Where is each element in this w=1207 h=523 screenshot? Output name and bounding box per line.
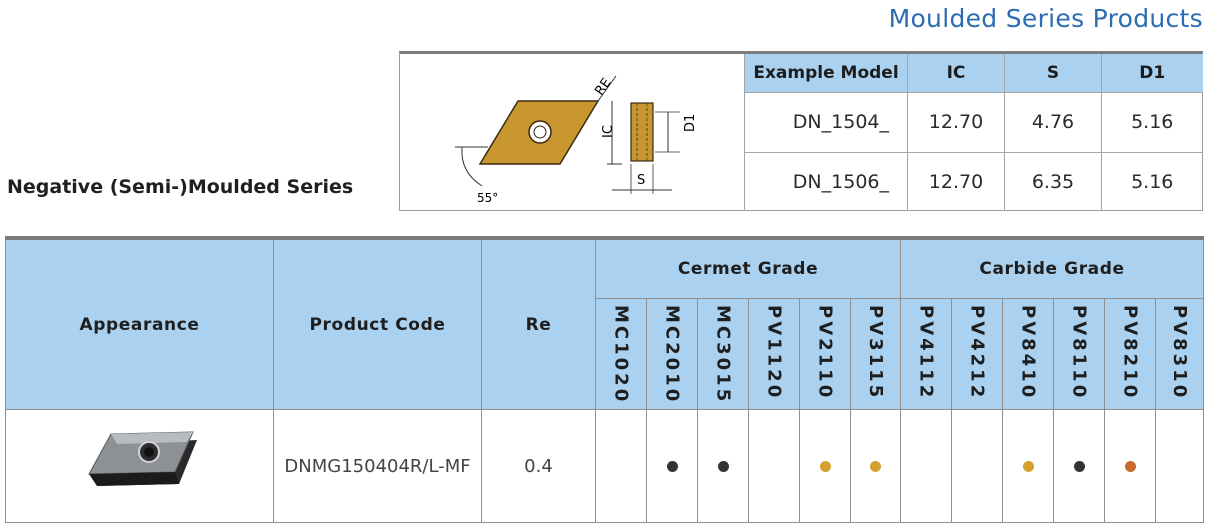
- grade-header: PV1120: [748, 297, 800, 411]
- grade-dot: [1124, 460, 1136, 472]
- spec-header-model: Example Model: [744, 54, 908, 93]
- re-label: RE: [592, 76, 614, 99]
- grade-header: PV8210: [1104, 297, 1157, 411]
- grade-dot: [666, 460, 678, 472]
- ic-label: IC: [601, 125, 616, 138]
- insert-diagram: RE IC D1 S 55°: [455, 76, 698, 205]
- spec-cell-model: DN_1504_: [744, 92, 908, 153]
- grade-dot: [717, 460, 729, 472]
- spec-row: DN_1506_ 12.70 6.35 5.16: [744, 151, 1203, 211]
- grade-table: Appearance Product Code Re Cermet Grade …: [5, 236, 1205, 523]
- spec-cell-d1: 5.16: [1101, 151, 1203, 211]
- spec-header-ic: IC: [907, 54, 1005, 93]
- grade-header: PV8310: [1155, 297, 1205, 411]
- grade-header: PV8410: [1002, 297, 1055, 411]
- insert-hole: [528, 120, 552, 144]
- grade-mark-cell: [1053, 409, 1106, 523]
- re-cell: 0.4: [481, 409, 596, 523]
- series-label: Negative (Semi-)Moulded Series: [7, 176, 354, 198]
- grade-header: MC1020: [595, 297, 647, 411]
- grade-dot: [1022, 460, 1034, 472]
- grade-mark-cell: [799, 409, 851, 523]
- page-heading: Moulded Series Products: [888, 4, 1203, 33]
- grade-header: MC3015: [697, 297, 749, 411]
- spec-cell-d1: 5.16: [1101, 92, 1203, 153]
- grade-mark-cell: [1002, 409, 1055, 523]
- angle-label: 55°: [477, 191, 498, 205]
- grade-mark-cell: [595, 409, 647, 523]
- grade-header: PV4212: [951, 297, 1004, 411]
- grade-header: MC2010: [646, 297, 698, 411]
- spec-table: Example Model IC S D1 DN_1504_ 12.70 4.7…: [744, 54, 1203, 211]
- header-product-code: Product Code: [273, 238, 482, 411]
- appearance-cell: [5, 409, 274, 523]
- insert-side-view: [630, 102, 654, 162]
- header-cermet-grade: Cermet Grade: [594, 238, 902, 299]
- grade-mark-cell: [748, 409, 800, 523]
- grade-header: PV3115: [849, 297, 902, 411]
- spec-box: RE IC D1 S 55° Example Model IC S D1: [399, 51, 1203, 211]
- header-carbide-grade: Carbide Grade: [900, 238, 1205, 299]
- grade-dot: [819, 460, 831, 472]
- spec-row: DN_1504_ 12.70 4.76 5.16: [744, 92, 1203, 153]
- grade-header: PV8110: [1053, 297, 1106, 411]
- grade-mark-cell: [951, 409, 1004, 523]
- grade-header: PV2110: [799, 297, 851, 411]
- grade-mark-cell: [1155, 409, 1205, 523]
- grade-mark-cell: [1104, 409, 1157, 523]
- grade-mark-cell: [849, 409, 902, 523]
- spec-cell-s: 6.35: [1004, 151, 1102, 211]
- grade-mark-cell: [646, 409, 698, 523]
- spec-cell-s: 4.76: [1004, 92, 1102, 153]
- grade-dot: [1073, 460, 1085, 472]
- header-re: Re: [481, 238, 596, 411]
- product-code-cell: DNMG150404R/L-MF: [273, 409, 482, 523]
- grade-mark-cell: [900, 409, 953, 523]
- grade-dot: [870, 460, 881, 472]
- spec-cell-ic: 12.70: [907, 151, 1005, 211]
- header-appearance: Appearance: [5, 238, 274, 411]
- spec-header-d1: D1: [1101, 54, 1203, 93]
- spec-header-s: S: [1004, 54, 1102, 93]
- grade-mark-cell: [697, 409, 749, 523]
- grade-header: PV4112: [900, 297, 953, 411]
- spec-cell-ic: 12.70: [907, 92, 1005, 153]
- insert-photo: [87, 431, 197, 486]
- spec-cell-model: DN_1506_: [744, 151, 908, 211]
- s-label: S: [637, 173, 645, 188]
- d1-label: D1: [683, 114, 698, 132]
- table-row: DNMG150404R/L-MF 0.4: [5, 409, 1205, 523]
